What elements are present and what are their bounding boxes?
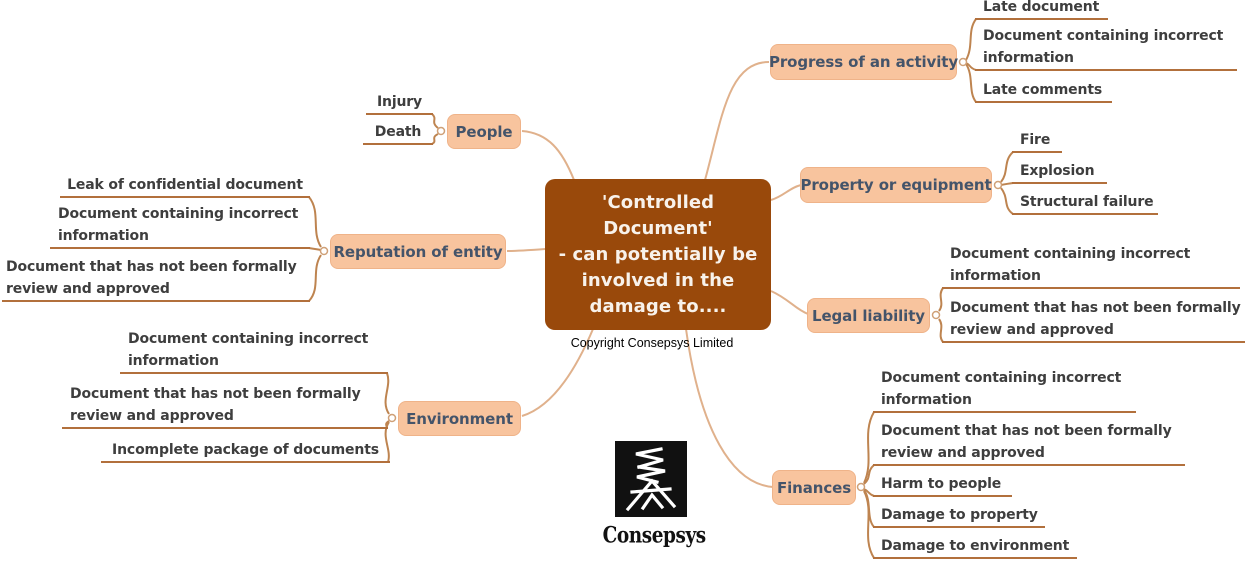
leaf-node-incomplete-package[interactable]: Incomplete package of documents (101, 439, 390, 463)
central-topic-line: 'Controlled (601, 191, 715, 213)
leaf-node-doc-not-approved[interactable]: Document that has not been formally revi… (62, 383, 388, 429)
leaf-node-doc-not-approved[interactable]: Document that has not been formally revi… (2, 256, 310, 302)
consepsys-derrick-logo-icon (615, 441, 687, 517)
branch-node-progress-of-an-activity[interactable]: Progress of an activity (769, 44, 958, 80)
branch-node-environment[interactable]: Environment (398, 401, 521, 436)
leaf-node-doc-not-approved[interactable]: Document that has not been formally revi… (873, 420, 1185, 466)
central-topic-node[interactable]: 'Controlled Document' - can potentially … (545, 179, 771, 330)
leaf-node-doc-incorrect-info[interactable]: Document containing incorrect informatio… (873, 367, 1136, 413)
branch-node-finances[interactable]: Finances (772, 470, 856, 505)
branch-node-property-or-equipment[interactable]: Property or equipment (800, 167, 992, 203)
central-topic-line: damage to.... (589, 295, 727, 317)
leaf-node-doc-incorrect-info[interactable]: Document containing incorrect informatio… (975, 25, 1237, 71)
leaf-node-doc-incorrect-info[interactable]: Document containing incorrect informatio… (942, 243, 1240, 289)
leaf-node-structural-failure[interactable]: Structural failure (1012, 191, 1158, 215)
central-topic-line: - can potentially be (558, 243, 758, 265)
central-topic-line: Document' (603, 217, 713, 239)
leaf-node-death[interactable]: Death (363, 121, 433, 145)
leaf-node-doc-incorrect-info[interactable]: Document containing incorrect informatio… (50, 203, 310, 249)
leaf-node-leak-confidential-doc[interactable]: Leak of confidential document (60, 174, 310, 198)
leaf-node-explosion[interactable]: Explosion (1012, 160, 1107, 184)
leaf-node-damage-to-environment[interactable]: Damage to environment (873, 535, 1077, 559)
leaf-node-late-comments[interactable]: Late comments (975, 79, 1112, 103)
leaf-node-damage-to-property[interactable]: Damage to property (873, 504, 1045, 528)
consepsys-logo: Consepsys (596, 441, 707, 548)
leaf-node-harm-to-people[interactable]: Harm to people (873, 473, 1012, 497)
branch-junction-dots (319, 57, 1003, 492)
leaf-node-injury[interactable]: Injury (366, 91, 433, 115)
leaf-node-doc-not-approved[interactable]: Document that has not been formally revi… (942, 297, 1245, 343)
copyright-text: Copyright Consepsys Limited (570, 336, 734, 350)
leaf-node-doc-incorrect-info[interactable]: Document containing incorrect informatio… (120, 328, 388, 374)
leaf-node-fire[interactable]: Fire (1012, 129, 1062, 153)
central-topic-line: involved in the (581, 269, 735, 291)
branch-node-legal-liability[interactable]: Legal liability (807, 298, 930, 333)
central-branch-connectors (506, 61, 809, 488)
branch-node-people[interactable]: People (447, 114, 521, 149)
leaf-node-late-document[interactable]: Late document (975, 0, 1108, 20)
consepsys-wordmark: Consepsys (602, 521, 707, 548)
branch-node-reputation-of-entity[interactable]: Reputation of entity (330, 234, 506, 269)
